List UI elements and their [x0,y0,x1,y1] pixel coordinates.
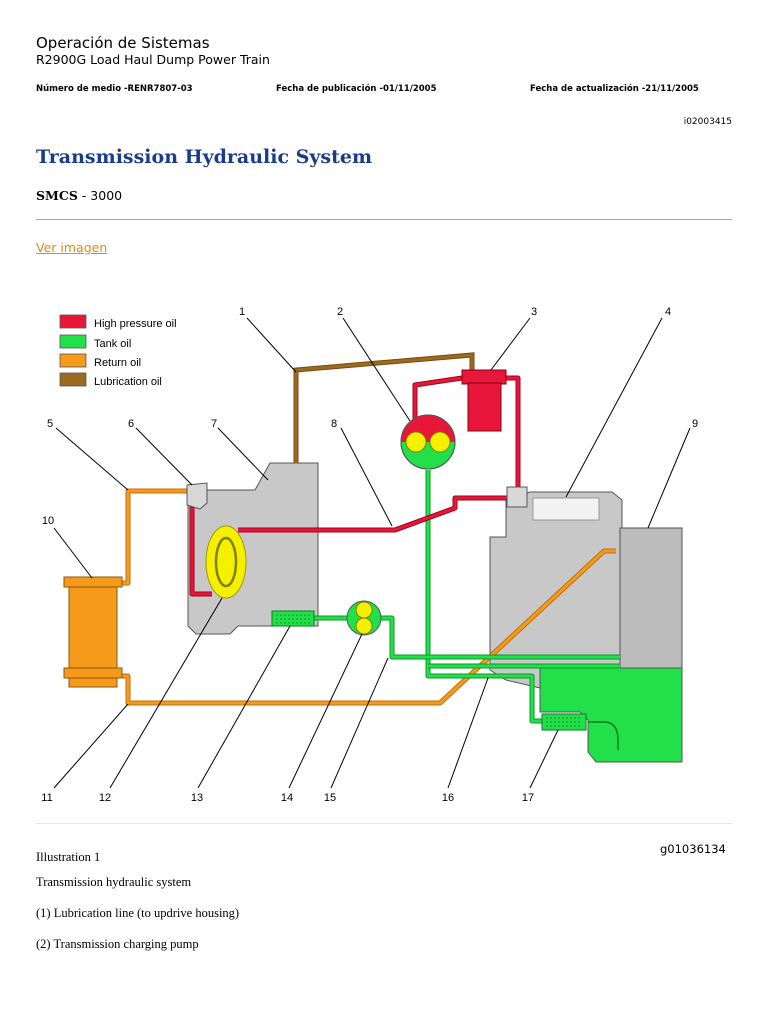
callout-7: 7 [211,418,217,430]
oil-cooler-cap [63,667,123,679]
suction-line [426,470,542,723]
leader-line [342,317,411,422]
illustration-caption: Transmission hydraulic system [36,875,192,889]
callout-12: 12 [99,792,111,804]
torque-converter-supply-line [190,497,212,596]
leader-line [197,625,291,789]
smcs-value: - 3000 [77,188,123,203]
legend-swatch-high-pressure [59,314,87,329]
callout-17: 17 [522,792,534,804]
pressure-line-outline [505,375,521,492]
legend-swatch-tank [59,334,87,349]
leader-line [565,317,663,498]
media-number: Número de medio -RENR7807-03 [36,84,193,94]
torque-converter-core [214,536,238,588]
callout-9: 9 [692,418,698,430]
hydraulic-diagram: High pressure oil Tank oil Return oil Lu… [41,306,698,804]
leader-line [246,317,297,373]
legend-label: Return oil [94,357,141,369]
smcs-label: SMCS [36,188,78,203]
leader-line [55,427,129,491]
screen-mesh [276,614,310,624]
divider [36,219,732,220]
callout-4: 4 [665,306,671,318]
leader-line [340,427,393,527]
leader-line [53,527,93,579]
oil-cooler-cap [63,576,123,588]
document-type: Operación de Sistemas [36,34,210,52]
publication-date: Fecha de publicación -01/11/2005 [276,84,437,94]
view-image-link[interactable]: Ver imagen [36,240,108,255]
lubrication-line [294,353,474,463]
leader-line [490,317,531,371]
leader-line [135,427,193,486]
smcs-code: SMCS - 3000 [36,188,122,203]
return-line-to-cooler [118,489,190,585]
leader-line [217,427,269,481]
housing-block [532,497,600,521]
legend-swatch-lubrication [59,372,87,387]
callout-13: 13 [191,792,203,804]
filter-to-valve-line [505,376,520,492]
sump-tank [539,667,683,763]
torque-converter [205,525,247,599]
callout-1: 1 [239,306,245,318]
updrive-housing [619,527,683,669]
legend: High pressure oil Tank oil Return oil Lu… [59,314,177,388]
callout-5: 5 [47,418,53,430]
callout-10: 10 [42,515,54,527]
sump-outlet [588,721,619,750]
screen-mesh [546,717,582,727]
callout-11: 11 [41,792,52,804]
pump-gear [355,617,373,635]
callout-6: 6 [128,418,134,430]
leader-line [529,729,559,789]
filter-head [461,369,507,385]
legend-item: (1) Lubrication line (to updrive housing… [36,906,240,920]
leader-line [647,427,691,529]
document-id: i02003415 [683,117,732,127]
leader-line [288,633,363,789]
callout-8: 8 [331,418,337,430]
leader-line [330,657,389,789]
transmission-filter [467,382,502,432]
divider [36,823,732,824]
control-valve-block [506,486,528,508]
legend-label: Tank oil [94,338,131,350]
return-line-from-cooler [118,549,616,705]
callout-16: 16 [442,792,454,804]
pump-gear [405,431,427,453]
legend-swatch-return [59,353,87,368]
page-title: Transmission Hydraulic System [36,146,373,168]
illustration-label: Illustration 1 [36,850,101,864]
relief-valve [186,482,208,510]
pump-to-filter-line [413,376,463,423]
callout-15: 15 [324,792,336,804]
legend-label: Lubrication oil [94,376,162,388]
legend-label: High pressure oil [94,318,177,330]
charging-pump-outline [400,414,456,470]
document-subtitle: R2900G Load Haul Dump Power Train [36,52,270,67]
pump-gear [429,431,451,453]
leader-line [53,703,129,789]
leader-line [447,677,489,789]
callout-2: 2 [337,306,343,318]
scavenge-return-line [380,616,620,659]
magnetic-screen [271,610,315,627]
update-date: Fecha de actualización -21/11/2005 [530,84,699,94]
callout-14: 14 [281,792,293,804]
leader-line [109,597,223,789]
legend-item: (2) Transmission charging pump [36,937,199,951]
illustration-id: g01036134 [660,842,726,856]
callout-3: 3 [531,306,537,318]
high-pressure-line [238,496,512,532]
pump-gear [355,601,373,619]
